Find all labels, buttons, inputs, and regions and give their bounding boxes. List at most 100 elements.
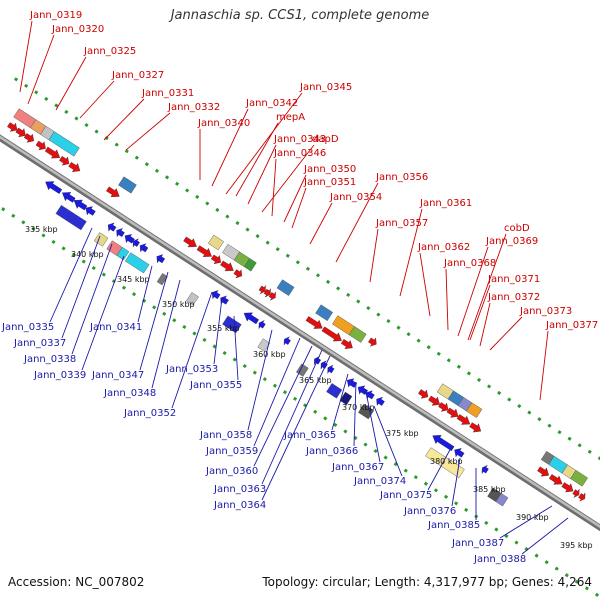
gene-arrow-bottom-3	[85, 206, 96, 216]
leader-line-bottom	[213, 297, 223, 365]
leader-line-top	[479, 302, 491, 347]
gene-arrow-bottom-13	[258, 320, 266, 330]
leader-line-bottom	[353, 381, 357, 447]
leader-line-top	[247, 144, 277, 205]
leader-line-bottom	[71, 243, 113, 355]
gene-arrow-top-3	[35, 140, 46, 151]
gene-arrow-top-19	[368, 337, 377, 347]
gene-arrow-top-27	[548, 474, 563, 485]
backbone-line	[0, 135, 600, 529]
gene-arrow-top-12	[233, 269, 243, 279]
gene-box-bottom-8	[257, 338, 271, 352]
leader-line-top	[419, 252, 431, 317]
gene-arrow-bottom-1	[62, 192, 76, 203]
gene-arrow-top-14	[263, 288, 271, 298]
gene-box-top-16	[466, 402, 483, 418]
leader-line-bottom	[253, 345, 313, 467]
gene-label-bottom: Jann_0355	[189, 380, 242, 391]
scale-label: 350 kbp	[162, 300, 195, 309]
leader-line-bottom	[521, 517, 569, 555]
leader-line-top	[445, 268, 449, 331]
scale-label: 390 kbp	[516, 513, 549, 522]
gene-label-bottom: Jann_0376	[403, 506, 456, 517]
leader-line-top	[19, 20, 33, 93]
gene-label-top: cobD	[504, 223, 530, 234]
gene-label-top: Jann_0343	[273, 134, 326, 145]
leader-line-top	[79, 80, 115, 119]
bottom-dotted-boundary	[0, 205, 600, 599]
leader-line-top	[225, 92, 303, 195]
gene-box-top-8	[243, 258, 257, 272]
gene-label-top: Jann_0346	[273, 148, 326, 159]
gene-label-top: Jann_0327	[111, 70, 164, 81]
gene-arrow-bottom-9	[156, 254, 166, 264]
gene-arrow-bottom-17	[327, 364, 335, 374]
gene-arrow-top-18	[340, 339, 353, 349]
gene-arrow-bottom-14	[283, 336, 291, 346]
gene-label-bottom: Jann_0387	[451, 538, 504, 549]
gene-arrow-bottom-5	[116, 228, 125, 238]
gene-label-bottom: Jann_0385	[427, 520, 480, 531]
gene-box-top-3	[48, 131, 80, 157]
gene-box-top-4	[118, 176, 137, 194]
scale-label: 395 kbp	[560, 541, 593, 550]
gene-label-top: Jann_0351	[303, 177, 356, 188]
gene-arrow-top-22	[438, 402, 449, 412]
gene-box-top-5	[207, 234, 224, 251]
gene-label-top: Jann_0354	[329, 192, 382, 203]
leader-line-top	[369, 228, 379, 283]
gene-box-top-10	[315, 304, 334, 322]
gene-label-top: Jann_0325	[83, 46, 136, 57]
gene-arrow-bottom-23	[454, 448, 465, 458]
gene-arrow-top-6	[68, 162, 81, 172]
gene-arrow-top-15	[268, 291, 276, 301]
gene-arrow-bottom-0	[45, 181, 63, 194]
gene-label-bottom: Jann_0360	[205, 466, 258, 477]
leader-line-top	[467, 233, 507, 341]
gene-label-top: dapD	[312, 134, 339, 145]
gene-label-bottom: Jann_0341	[89, 322, 142, 333]
gene-label-top: Jann_0377	[545, 320, 598, 331]
gene-arrow-bottom-11	[220, 295, 229, 305]
gene-label-bottom: Jann_0364	[213, 500, 266, 511]
gene-arrow-top-25	[469, 422, 482, 433]
gene-label-bottom: Jann_0348	[103, 388, 156, 399]
leader-line-bottom	[233, 315, 239, 381]
gene-arrow-bottom-22	[432, 435, 455, 452]
leader-line-bottom	[365, 391, 381, 463]
gene-label-bottom: Jann_0365	[283, 430, 336, 441]
gene-label-bottom: Jann_0375	[379, 490, 432, 501]
gene-label-top: Jann_0371	[487, 274, 540, 285]
gene-box-bottom-11	[339, 391, 353, 406]
gene-arrow-bottom-8	[139, 243, 149, 253]
gene-arrow-top-2	[23, 133, 35, 143]
gene-arrow-top-29	[572, 488, 580, 498]
scale-label: 335 kbp	[25, 225, 58, 234]
leader-line-bottom	[331, 373, 349, 431]
leader-line-bottom	[61, 235, 101, 339]
leader-line-top	[399, 208, 423, 297]
leader-line-top	[489, 316, 523, 351]
gene-label-top: Jann_0342	[245, 98, 298, 109]
gene-box-top-20	[570, 470, 588, 487]
leader-line-top	[261, 144, 315, 213]
top-dotted-boundary	[13, 77, 600, 461]
gene-arrow-top-9	[196, 245, 212, 257]
leader-line-top	[55, 56, 87, 111]
gene-arrow-top-0	[7, 122, 18, 132]
gene-label-bottom: Jann_0374	[353, 476, 406, 487]
scale-label: 355 kbp	[207, 324, 240, 333]
leader-line-top	[309, 202, 333, 245]
gene-arrow-top-5	[59, 156, 70, 166]
gene-arrow-top-28	[561, 482, 574, 493]
gene-arrow-bottom-21	[376, 396, 385, 406]
gene-arrow-top-7	[106, 186, 120, 198]
gene-label-bottom: Jann_0388	[473, 554, 526, 565]
scale-label: 375 kbp	[386, 429, 419, 438]
gene-arrow-top-4	[44, 146, 61, 159]
gene-box-bottom-1	[93, 232, 109, 247]
gene-box-bottom-10	[326, 383, 343, 399]
gene-arrow-top-13	[258, 284, 266, 295]
leader-line-bottom	[81, 255, 125, 371]
